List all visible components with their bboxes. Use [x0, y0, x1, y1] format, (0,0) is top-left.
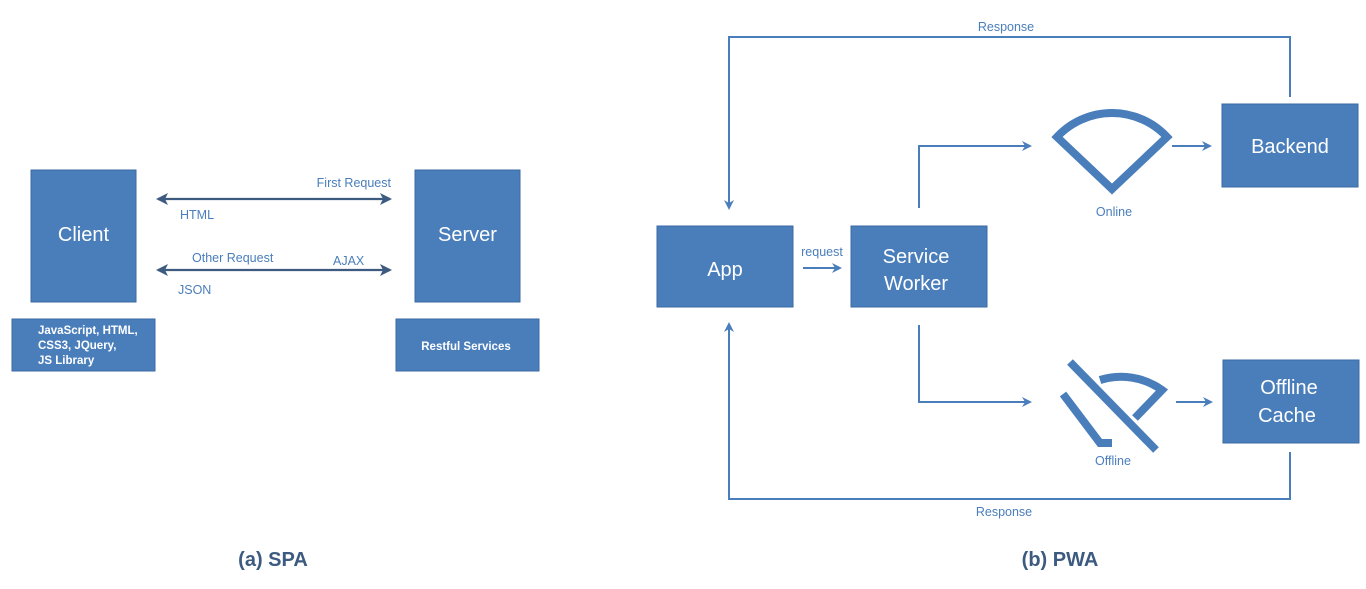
client-label: Client: [58, 224, 110, 246]
online-branch-arrow: [918, 141, 1032, 208]
response-top-label: Response: [978, 20, 1034, 34]
other-request-label: Other Request: [192, 251, 274, 265]
offline-label: Offline: [1095, 454, 1131, 468]
service-worker-label-2: Worker: [884, 273, 948, 295]
first-request-label: First Request: [317, 176, 392, 190]
wifi-icon: [1051, 108, 1173, 195]
spa-caption: (a) SPA: [238, 549, 308, 571]
server-box: [414, 169, 521, 303]
app-box: [656, 225, 794, 308]
wifi-off-icon: [1059, 359, 1169, 453]
server-tech-box: [395, 318, 540, 372]
response-bottom-arrow: [724, 322, 1291, 500]
response-top-arrow: [724, 36, 1291, 210]
client-tech-line-3: JS Library: [38, 355, 95, 367]
pwa-caption: (b) PWA: [1022, 549, 1099, 571]
client-tech-line-2: CSS3, JQuery,: [38, 340, 116, 352]
client-tech-line-1: JavaScript, HTML,: [38, 325, 138, 337]
backend-label: Backend: [1251, 136, 1329, 158]
client-tech-box: [11, 318, 156, 372]
offline-cache-box: [1222, 359, 1360, 444]
service-worker-box: [850, 225, 988, 308]
backend-box: [1221, 103, 1359, 188]
offline-branch-arrow: [918, 325, 1032, 407]
response-bottom-label: Response: [976, 505, 1032, 519]
server-tech-label: Restful Services: [421, 341, 511, 353]
server-label: Server: [438, 224, 497, 246]
spa-diagram: Client Server JavaScript, HTML, CSS3, JQ…: [11, 169, 540, 571]
offline-cache-label-2: Cache: [1258, 405, 1316, 427]
ajax-label: AJAX: [333, 254, 365, 268]
online-label: Online: [1096, 205, 1132, 219]
client-box: [30, 169, 137, 303]
html-label: HTML: [180, 208, 214, 222]
offline-cache-label-1: Offline: [1260, 377, 1317, 399]
app-label: App: [707, 259, 743, 281]
request-label: request: [801, 245, 843, 259]
service-worker-label-1: Service: [883, 246, 950, 268]
pwa-diagram: App Service Worker Backend Offline Cache…: [656, 20, 1360, 571]
json-label: JSON: [178, 283, 211, 297]
